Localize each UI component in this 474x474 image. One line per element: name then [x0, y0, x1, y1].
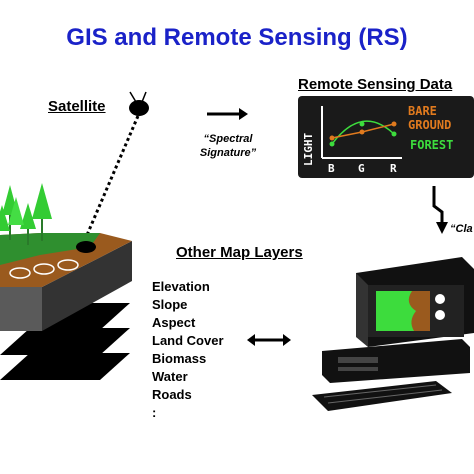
layer-more: : [152, 405, 157, 420]
diagram-title: GIS and Remote Sensing (RS) [66, 24, 408, 51]
bare-point-b [329, 135, 335, 141]
sensor-beam [82, 115, 140, 243]
block-side [42, 241, 132, 331]
layer-land-cover: Land Cover [152, 333, 224, 348]
screen-bare-ground [408, 291, 430, 331]
satellite-label: Satellite [48, 98, 106, 115]
layer-aspect: Aspect [152, 315, 196, 330]
block-front [0, 287, 42, 331]
bare-point-r [391, 121, 397, 127]
system-unit [322, 339, 470, 383]
forest-surface [0, 233, 100, 265]
layer-slab-3 [0, 328, 130, 355]
layer-biomass: Biomass [152, 351, 207, 366]
spectral-signature-line1: “Spectral [203, 133, 253, 145]
layer-water: Water [152, 369, 188, 384]
tick-r: R [390, 162, 397, 175]
double-arrow-icon [247, 334, 291, 346]
tick-g: G [358, 162, 365, 175]
arrow-right-icon [207, 108, 248, 120]
layer-roads: Roads [152, 387, 192, 402]
other-map-layers-label: Other Map Layers [176, 244, 303, 261]
spectral-signature-label: “Spectral Signature” [186, 132, 270, 160]
terrain-block-icon [0, 183, 132, 380]
map-layers-list: Elevation Slope Aspect Land Cover Biomas… [152, 278, 224, 422]
forest-point-b [329, 141, 335, 147]
forest-point-g [359, 121, 365, 127]
spectral-signature-line2: Signature” [199, 147, 257, 159]
spectral-chart: LIGHT B G R [302, 106, 402, 175]
keyboard [312, 381, 452, 411]
classified-label: “Cla [450, 223, 473, 235]
remote-sensing-data-label: Remote Sensing Data [298, 76, 453, 93]
legend-bare-ground: BARE GROUND [408, 104, 451, 132]
chart-y-label: LIGHT [302, 133, 315, 166]
satellite-icon [129, 91, 149, 116]
lightning-arrow-icon [432, 186, 448, 234]
legend-forest: FOREST [410, 138, 454, 152]
bare-point-g [359, 129, 365, 135]
legend-bare-line2: GROUND [408, 118, 452, 132]
rs-data-panel: LIGHT B G R BARE GROUND FOREST [298, 96, 474, 178]
layer-slope: Slope [152, 297, 188, 312]
layer-elevation: Elevation [152, 279, 210, 294]
computer-icon [312, 257, 474, 411]
layer-slab-4 [0, 353, 130, 380]
sensor-footprint [76, 241, 96, 253]
legend-bare-line1: BARE [408, 104, 437, 118]
forest-point-r [391, 131, 397, 137]
trees [0, 183, 52, 245]
tick-b: B [328, 162, 335, 175]
